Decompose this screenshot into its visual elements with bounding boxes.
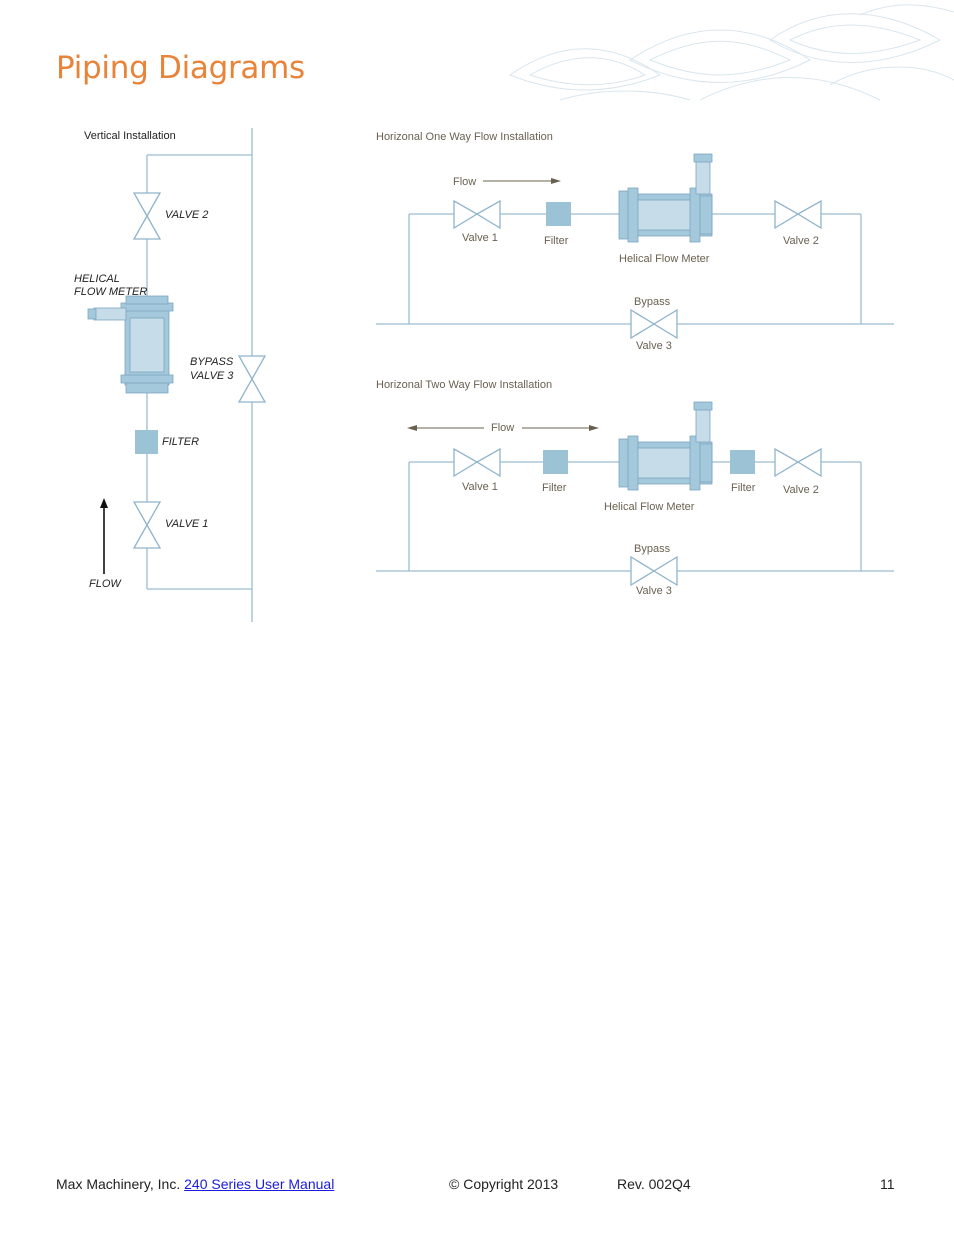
one-way-valve1-icon	[453, 199, 479, 230]
one-way-flow-meter-icon	[618, 153, 713, 243]
one-way-bypass-label: Bypass	[634, 296, 671, 308]
footer-copyright: © Copyright 2013	[449, 1176, 559, 1192]
two-way-filter2-label: Filter	[731, 482, 756, 494]
vertical-valve2-label: VALVE 2	[165, 209, 208, 221]
footer-revision: Rev. 002Q4	[617, 1176, 691, 1192]
two-way-valve3-icon	[630, 555, 656, 587]
vertical-valve1-label: VALVE 1	[165, 518, 208, 530]
vertical-valve2-icon-lower	[132, 214, 162, 240]
vertical-bypass-label-2: VALVE 3	[190, 370, 234, 382]
vertical-heading: Vertical Installation	[84, 130, 176, 142]
vertical-filter-icon	[135, 430, 158, 454]
two-way-bypass-label: Bypass	[634, 543, 671, 555]
two-way-flow-arrowhead-left	[407, 425, 417, 431]
two-way-valve2-icon-right	[796, 447, 822, 478]
two-way-filter1-label: Filter	[542, 482, 567, 494]
one-way-valve3-icon	[630, 308, 656, 340]
two-way-flow-meter-icon	[618, 401, 713, 491]
two-way-installation-diagram: Horizonal Two Way Flow Installation Flow…	[376, 379, 894, 597]
two-way-valve3-label: Valve 3	[636, 585, 672, 597]
vertical-flow-arrowhead	[100, 498, 108, 508]
header-wave-pattern	[508, 4, 954, 101]
two-way-valve3-icon-right	[652, 555, 678, 587]
two-way-flow-label: Flow	[491, 422, 514, 434]
manual-link[interactable]: 240 Series User Manual	[184, 1176, 335, 1192]
one-way-valve2-icon	[774, 199, 800, 230]
two-way-heading: Horizonal Two Way Flow Installation	[376, 379, 552, 391]
vertical-flow-label: FLOW	[89, 578, 122, 590]
one-way-filter-icon	[546, 202, 571, 226]
two-way-valve1-icon	[453, 447, 479, 478]
two-way-valve1-icon-right	[475, 447, 501, 478]
one-way-valve2-icon-right	[796, 199, 822, 230]
vertical-valve2-icon	[132, 192, 162, 218]
two-way-valve2-label: Valve 2	[783, 484, 819, 496]
one-way-filter-label: Filter	[544, 235, 569, 247]
vertical-flow-meter-icon	[87, 295, 174, 394]
footer-page-number: 11	[880, 1176, 895, 1192]
two-way-valve1-label: Valve 1	[462, 481, 498, 493]
page-title: Piping Diagrams	[56, 50, 305, 86]
two-way-meter-label: Helical Flow Meter	[604, 501, 695, 513]
vertical-valve1-icon	[132, 501, 162, 527]
footer-company-name: Max Machinery, Inc.	[56, 1176, 181, 1192]
vertical-bypass-valve-icon	[237, 355, 267, 381]
vertical-filter-label: FILTER	[162, 436, 199, 448]
piping-diagrams: Vertical Installation VALVE 2 HELICAL FL…	[74, 128, 894, 622]
one-way-valve3-icon-right	[652, 308, 678, 340]
vertical-bypass-valve-icon-lower	[237, 377, 267, 403]
vertical-installation-diagram: Vertical Installation VALVE 2 HELICAL FL…	[74, 128, 267, 622]
one-way-heading: Horizonal One Way Flow Installation	[376, 131, 553, 143]
one-way-meter-label: Helical Flow Meter	[619, 253, 710, 265]
one-way-valve2-label: Valve 2	[783, 235, 819, 247]
two-way-valve2-icon	[774, 447, 800, 478]
one-way-valve1-label: Valve 1	[462, 232, 498, 244]
one-way-flow-label: Flow	[453, 176, 476, 188]
one-way-valve1-icon-right	[475, 199, 501, 230]
vertical-meter-label-2: FLOW METER	[74, 286, 147, 298]
vertical-bypass-label-1: BYPASS	[190, 356, 234, 368]
one-way-flow-arrowhead	[551, 178, 561, 184]
vertical-meter-label-1: HELICAL	[74, 273, 120, 285]
two-way-filter1-icon	[543, 450, 568, 474]
footer-company: Max Machinery, Inc. 240 Series User Manu…	[56, 1176, 334, 1192]
one-way-valve3-label: Valve 3	[636, 340, 672, 352]
two-way-flow-arrowhead-right	[589, 425, 599, 431]
vertical-valve1-icon-lower	[132, 523, 162, 549]
two-way-filter2-icon	[730, 450, 755, 474]
one-way-installation-diagram: Horizonal One Way Flow Installation Flow…	[376, 131, 894, 352]
